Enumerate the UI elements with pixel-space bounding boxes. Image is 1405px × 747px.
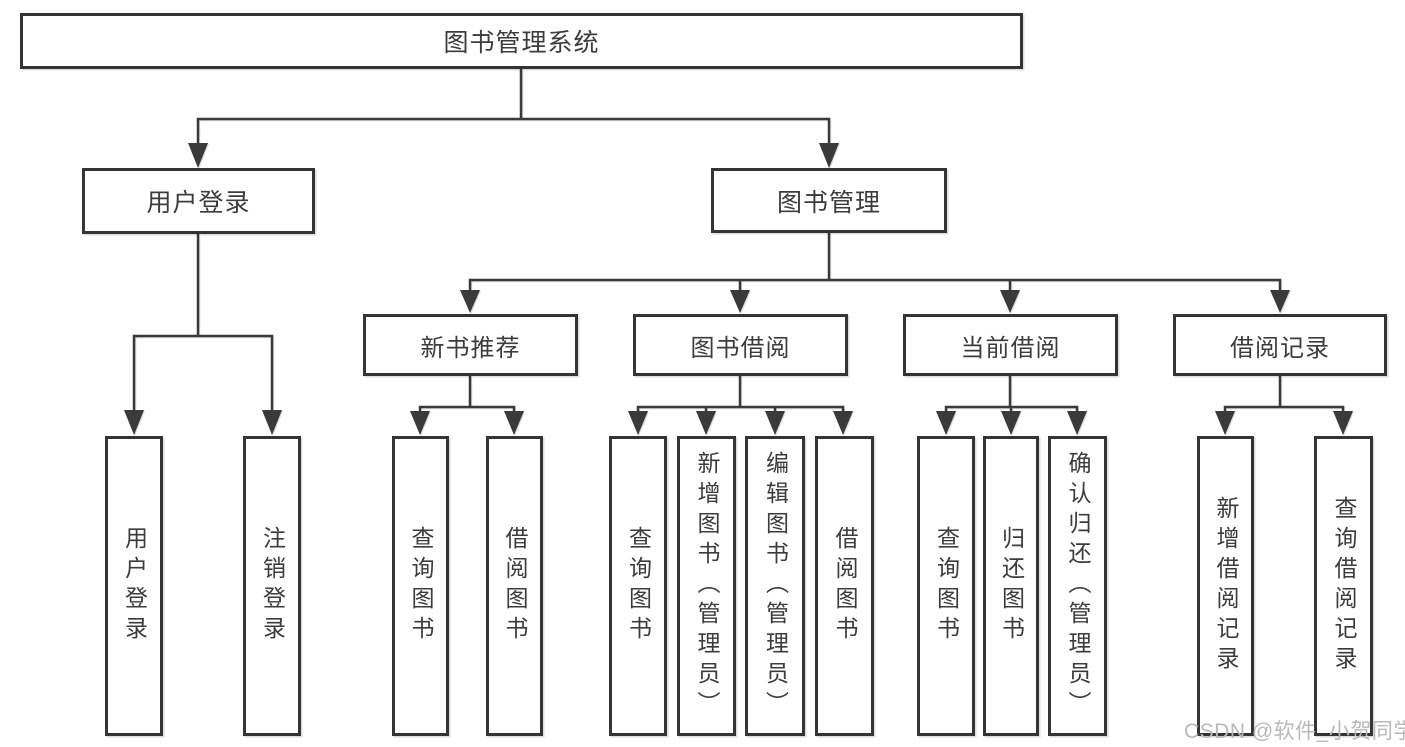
- leaf-borrow-search-label: 查询图书: [625, 526, 652, 646]
- leaf-records-search-label: 查询借阅记录: [1331, 496, 1357, 676]
- csdn-watermark: CSDN @软件_小贺同学: [1184, 720, 1405, 743]
- leaf-newbooks-search-label: 查询图书: [408, 526, 434, 646]
- leaf-current-return-label: 归还图书: [998, 526, 1025, 646]
- leaf-user-login-label: 用户登录: [121, 526, 148, 646]
- connector-bookmgmt-branch: [460, 233, 1290, 313]
- leaf-current-confirm-return: 确认归还（管理员）: [1048, 436, 1107, 736]
- node-current-borrow-label: 当前借阅: [960, 334, 1061, 362]
- node-current-borrow: 当前借阅: [903, 314, 1118, 376]
- leaf-current-search-label: 查询图书: [933, 526, 960, 646]
- leaf-newbooks-borrow: 借阅图书: [486, 436, 543, 736]
- leaf-borrow-search: 查询图书: [609, 436, 667, 736]
- node-root-label: 图书管理系统: [443, 29, 600, 57]
- node-user-login: 用户登录: [82, 168, 315, 234]
- connector-newbooks-branch: [410, 376, 524, 435]
- leaf-borrow-edit-book: 编辑图书（管理员）: [745, 436, 805, 736]
- leaf-records-add: 新增借阅记录: [1197, 436, 1254, 736]
- leaf-current-confirm-return-label: 确认归还（管理员）: [1065, 451, 1091, 721]
- node-user-login-label: 用户登录: [146, 189, 251, 217]
- node-book-borrow: 图书借阅: [633, 314, 848, 376]
- connector-records-branch: [1215, 376, 1353, 435]
- leaf-borrow-borrow-book: 借阅图书: [815, 436, 874, 736]
- leaf-newbooks-search: 查询图书: [392, 436, 449, 736]
- node-book-management-label: 图书管理: [776, 188, 881, 217]
- leaf-logout: 注销登录: [243, 436, 301, 736]
- connector-current-branch: [936, 376, 1087, 435]
- connector-borrow-branch: [628, 376, 853, 435]
- node-new-book-recommend: 新书推荐: [363, 314, 578, 376]
- leaf-current-return: 归还图书: [983, 436, 1039, 736]
- node-new-book-recommend-label: 新书推荐: [420, 334, 521, 362]
- leaf-records-add-label: 新增借阅记录: [1213, 496, 1239, 676]
- leaf-records-search: 查询借阅记录: [1314, 436, 1373, 736]
- connector-login-branch: [124, 234, 282, 435]
- node-book-management: 图书管理: [711, 168, 947, 233]
- leaf-current-search: 查询图书: [917, 436, 975, 736]
- leaf-logout-label: 注销登录: [259, 526, 286, 646]
- node-borrow-records-label: 借阅记录: [1230, 334, 1330, 362]
- leaf-user-login: 用户登录: [105, 436, 163, 736]
- leaf-borrow-add-book: 新增图书（管理员）: [677, 436, 736, 736]
- node-book-borrow-label: 图书借阅: [690, 334, 791, 362]
- node-root: 图书管理系统: [20, 13, 1023, 69]
- leaf-borrow-borrow-book-label: 借阅图书: [832, 526, 858, 646]
- node-borrow-records: 借阅记录: [1173, 314, 1387, 376]
- leaf-newbooks-borrow-label: 借阅图书: [502, 526, 528, 646]
- connector-root-to-level2: [188, 69, 839, 168]
- leaf-borrow-add-book-label: 新增图书（管理员）: [694, 451, 720, 721]
- leaf-borrow-edit-book-label: 编辑图书（管理员）: [762, 451, 789, 721]
